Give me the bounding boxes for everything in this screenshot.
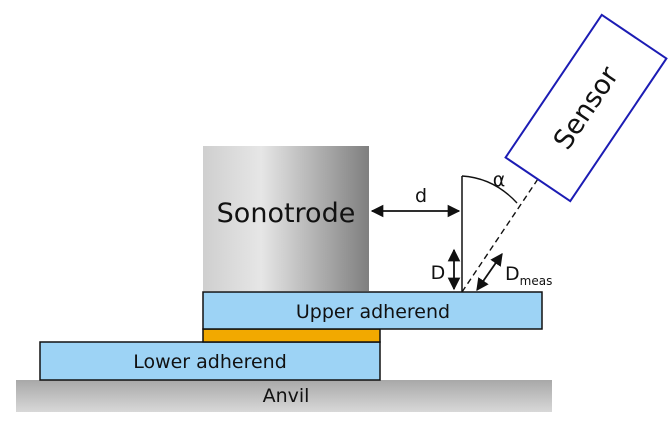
measured-distance-main: D xyxy=(505,263,520,285)
anvil-label: Anvil xyxy=(263,385,310,407)
sonotrode xyxy=(203,146,369,291)
angle-alpha-arc xyxy=(461,175,518,204)
distance-d-label: d xyxy=(415,185,427,207)
upper-adherend xyxy=(202,291,543,330)
sensor: Sensor xyxy=(504,13,668,203)
anvil xyxy=(16,380,552,412)
angle-alpha-label: α xyxy=(493,169,506,191)
sonotrode-label: Sonotrode xyxy=(217,198,356,229)
upper-adherend-label: Upper adherend xyxy=(296,301,450,323)
lower-adherend xyxy=(39,341,381,381)
displacement-D-label: D xyxy=(431,262,446,284)
adhesive-layer xyxy=(202,328,381,343)
lower-adherend-label: Lower adherend xyxy=(133,351,287,373)
sensor-box xyxy=(504,13,668,203)
measured-distance-subscript: meas xyxy=(520,274,553,288)
measured-distance-arrow xyxy=(476,252,503,292)
measured-distance-label: Dmeas xyxy=(505,263,552,288)
